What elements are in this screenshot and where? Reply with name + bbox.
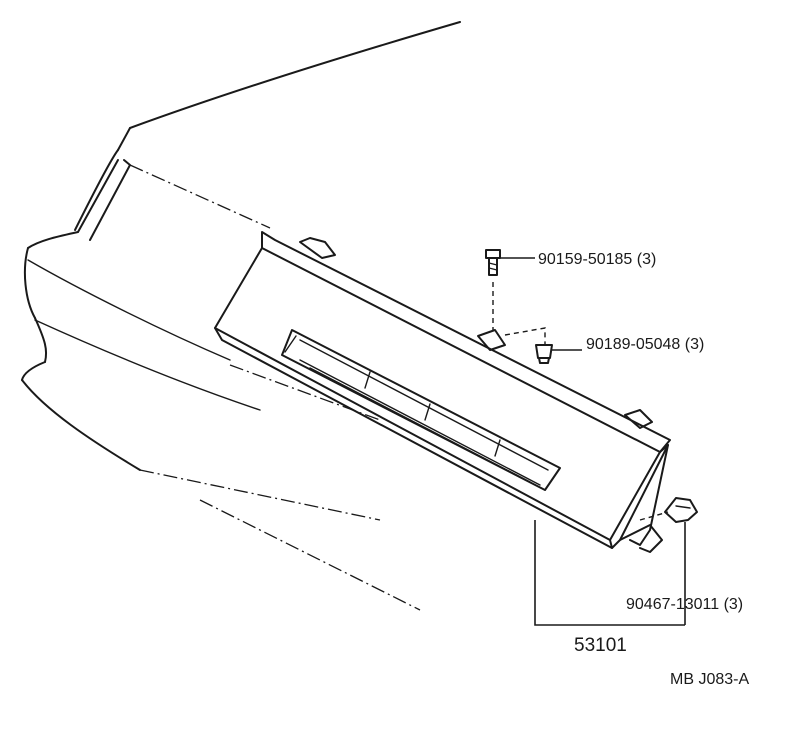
bolt-icon xyxy=(485,249,501,276)
nut-icon xyxy=(535,344,553,364)
callout-bolt: 90159-50185 (3) xyxy=(538,251,656,268)
clip-icon xyxy=(664,497,698,523)
callout-clip: 90467-13011 (3) xyxy=(626,596,743,613)
radiator-grille xyxy=(214,231,671,553)
leader-lines xyxy=(492,257,686,626)
callout-nut: 90189-05048 (3) xyxy=(586,336,704,353)
figure-code: MB J083-A xyxy=(670,671,749,688)
callout-assembly: 53101 xyxy=(574,635,627,656)
